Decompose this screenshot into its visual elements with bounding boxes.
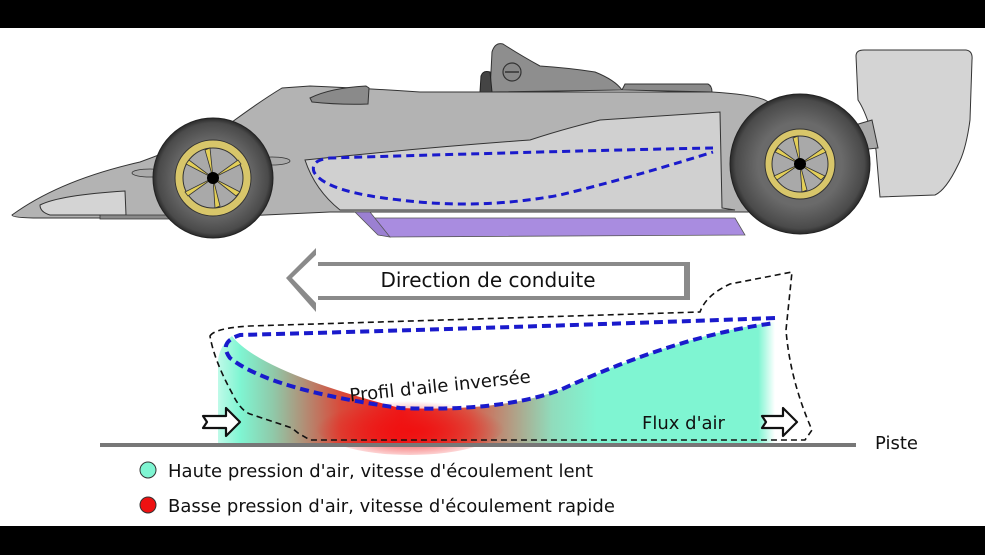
sidepod — [304, 111, 736, 211]
wheel-spokes-icon — [184, 147, 242, 209]
car-outline — [209, 271, 813, 441]
high-pressure-swatch-icon — [139, 461, 157, 479]
track-label: Piste — [875, 433, 918, 454]
legend-label: Haute pression d'air, vitesse d'écouleme… — [168, 461, 593, 482]
sliding-skirt — [363, 217, 746, 238]
driving-direction-arrow: Direction de conduite — [286, 248, 690, 312]
direction-label: Direction de conduite — [380, 268, 595, 292]
legend-label: Basse pression d'air, vitesse d'écouleme… — [168, 496, 615, 517]
airflow-label: Flux d'air — [642, 413, 726, 434]
ground-effect-diagram: Direction de conduite Profil d'aile inve… — [11, 43, 973, 517]
airflow-in-arrow-icon — [201, 406, 242, 438]
legend-item-high-pressure: Haute pression d'air, vitesse d'écouleme… — [139, 461, 593, 482]
front-wing — [39, 190, 127, 216]
roll-hoop — [489, 43, 623, 93]
rear-wheel — [729, 93, 871, 235]
engine-cover — [621, 83, 713, 93]
skirt-edge — [354, 211, 391, 238]
legend-item-low-pressure: Basse pression d'air, vitesse d'écouleme… — [139, 496, 615, 517]
driver-helmet — [479, 71, 493, 93]
front-wheel — [152, 117, 274, 239]
cross-section: Profil d'aile inversée Flux d'air Piste — [100, 271, 918, 455]
diagram-canvas: Direction de conduite Profil d'aile inve… — [0, 28, 985, 526]
race-car — [11, 43, 973, 239]
airflow-out-arrow-icon — [760, 406, 799, 438]
track-line — [100, 443, 856, 447]
sidepod-airfoil-outline — [311, 146, 714, 206]
inverted-airfoil — [223, 316, 776, 411]
mirror — [309, 85, 370, 105]
legend: Haute pression d'air, vitesse d'écouleme… — [139, 461, 615, 517]
low-pressure-swatch-icon — [139, 496, 157, 514]
rear-wing — [855, 49, 973, 198]
wheel-spokes-icon — [773, 135, 827, 193]
